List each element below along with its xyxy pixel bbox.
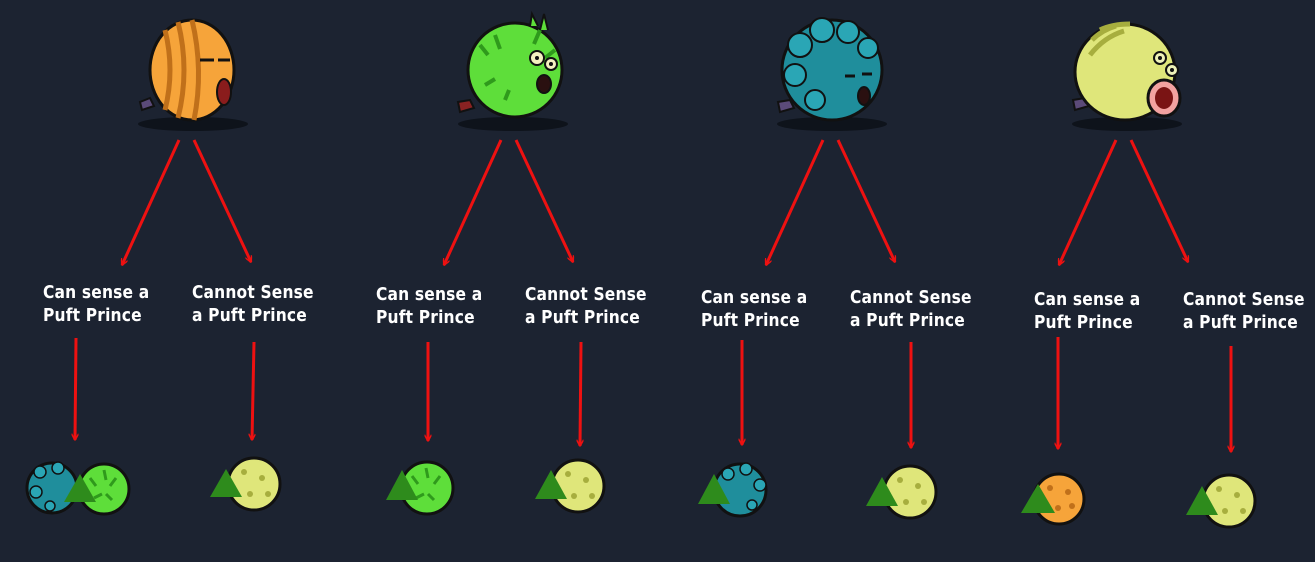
yellow-puft-egg-icon — [1203, 475, 1255, 527]
arrow — [1059, 140, 1116, 265]
arrow — [122, 140, 179, 265]
label-line: Cannot Sense — [1183, 288, 1305, 311]
label-line: Can sense a — [1034, 288, 1140, 311]
label-line: Can sense a — [376, 283, 482, 306]
arrow — [580, 342, 581, 446]
branch-4-nosense-label: Cannot Sense a Puft Prince — [1183, 288, 1305, 334]
branch-3-nosense-label: Cannot Sense a Puft Prince — [850, 286, 972, 332]
arrow — [838, 140, 895, 262]
teal-puft-egg-icon — [27, 462, 77, 513]
arrow — [75, 338, 76, 440]
branch-3-sense-label: Can sense a Puft Prince — [701, 286, 807, 332]
green-puft-icon — [458, 14, 568, 131]
arrow — [444, 140, 501, 265]
yellow-puft-icon — [1072, 24, 1182, 131]
arrow — [516, 140, 573, 262]
label-line: a Puft Prince — [525, 306, 647, 329]
label-line: Puft Prince — [701, 309, 807, 332]
branch-1-sense-label: Can sense a Puft Prince — [43, 281, 149, 327]
label-line: a Puft Prince — [192, 304, 314, 327]
label-line: Cannot Sense — [850, 286, 972, 309]
branch-4-sense-label: Can sense a Puft Prince — [1034, 288, 1140, 334]
branch-2-sense-label: Can sense a Puft Prince — [376, 283, 482, 329]
arrow — [766, 140, 823, 265]
arrow — [194, 140, 251, 262]
yellow-puft-egg-icon — [884, 466, 936, 518]
label-line: a Puft Prince — [1183, 311, 1305, 334]
label-line: Cannot Sense — [525, 283, 647, 306]
branch-2-nosense-label: Cannot Sense a Puft Prince — [525, 283, 647, 329]
teal-puft-icon — [777, 18, 887, 131]
label-line: Puft Prince — [1034, 311, 1140, 334]
label-line: a Puft Prince — [850, 309, 972, 332]
label-line: Puft Prince — [376, 306, 482, 329]
label-line: Puft Prince — [43, 304, 149, 327]
orange-puft-icon — [138, 20, 248, 131]
label-line: Cannot Sense — [192, 281, 314, 304]
label-line: Can sense a — [701, 286, 807, 309]
arrow — [1131, 140, 1188, 262]
arrow — [252, 342, 254, 440]
label-line: Can sense a — [43, 281, 149, 304]
yellow-puft-egg-icon — [228, 458, 280, 510]
branch-1-nosense-label: Cannot Sense a Puft Prince — [192, 281, 314, 327]
